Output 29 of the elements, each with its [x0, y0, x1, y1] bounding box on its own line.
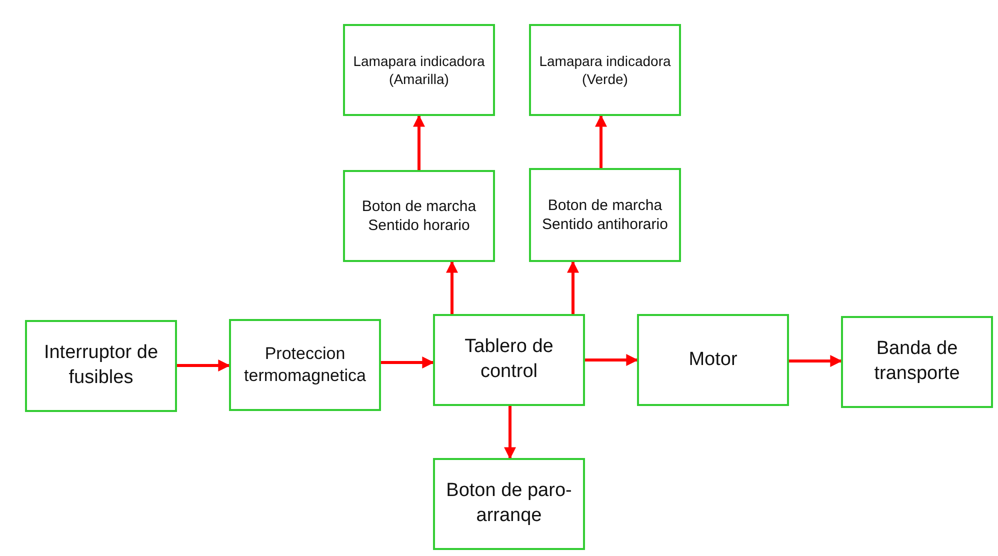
arrow	[446, 260, 458, 314]
arrow	[177, 360, 230, 372]
arrow	[381, 356, 434, 368]
box-label: Lamapara indicadora (Verde)	[538, 52, 672, 88]
box-label: Interruptor de fusibles	[42, 341, 160, 390]
process-box	[343, 24, 495, 116]
arrow	[595, 114, 607, 168]
arrow	[789, 355, 842, 367]
arrow	[585, 354, 638, 366]
box-label: Boton de marcha Sentido antihorario	[541, 196, 669, 234]
process-box	[529, 168, 681, 262]
process-box	[637, 314, 789, 406]
box-label: Motor	[688, 348, 738, 372]
box-label: Tablero de control	[464, 335, 554, 384]
process-box	[433, 458, 585, 550]
box-label: Banda de transporte	[873, 337, 961, 386]
arrow	[413, 114, 425, 170]
process-box	[229, 319, 381, 411]
process-box	[529, 24, 681, 116]
arrow	[567, 260, 579, 314]
box-label: Boton de paro-arranqe	[445, 479, 573, 528]
arrow	[504, 406, 516, 460]
process-box	[433, 314, 585, 406]
process-box	[343, 170, 495, 262]
box-label: Proteccion termomagnetica	[243, 342, 367, 387]
box-label: Boton de marcha Sentido horario	[360, 196, 478, 236]
process-box	[25, 320, 177, 412]
box-label: Lamapara indicadora (Amarilla)	[352, 52, 486, 88]
process-box	[841, 316, 993, 408]
